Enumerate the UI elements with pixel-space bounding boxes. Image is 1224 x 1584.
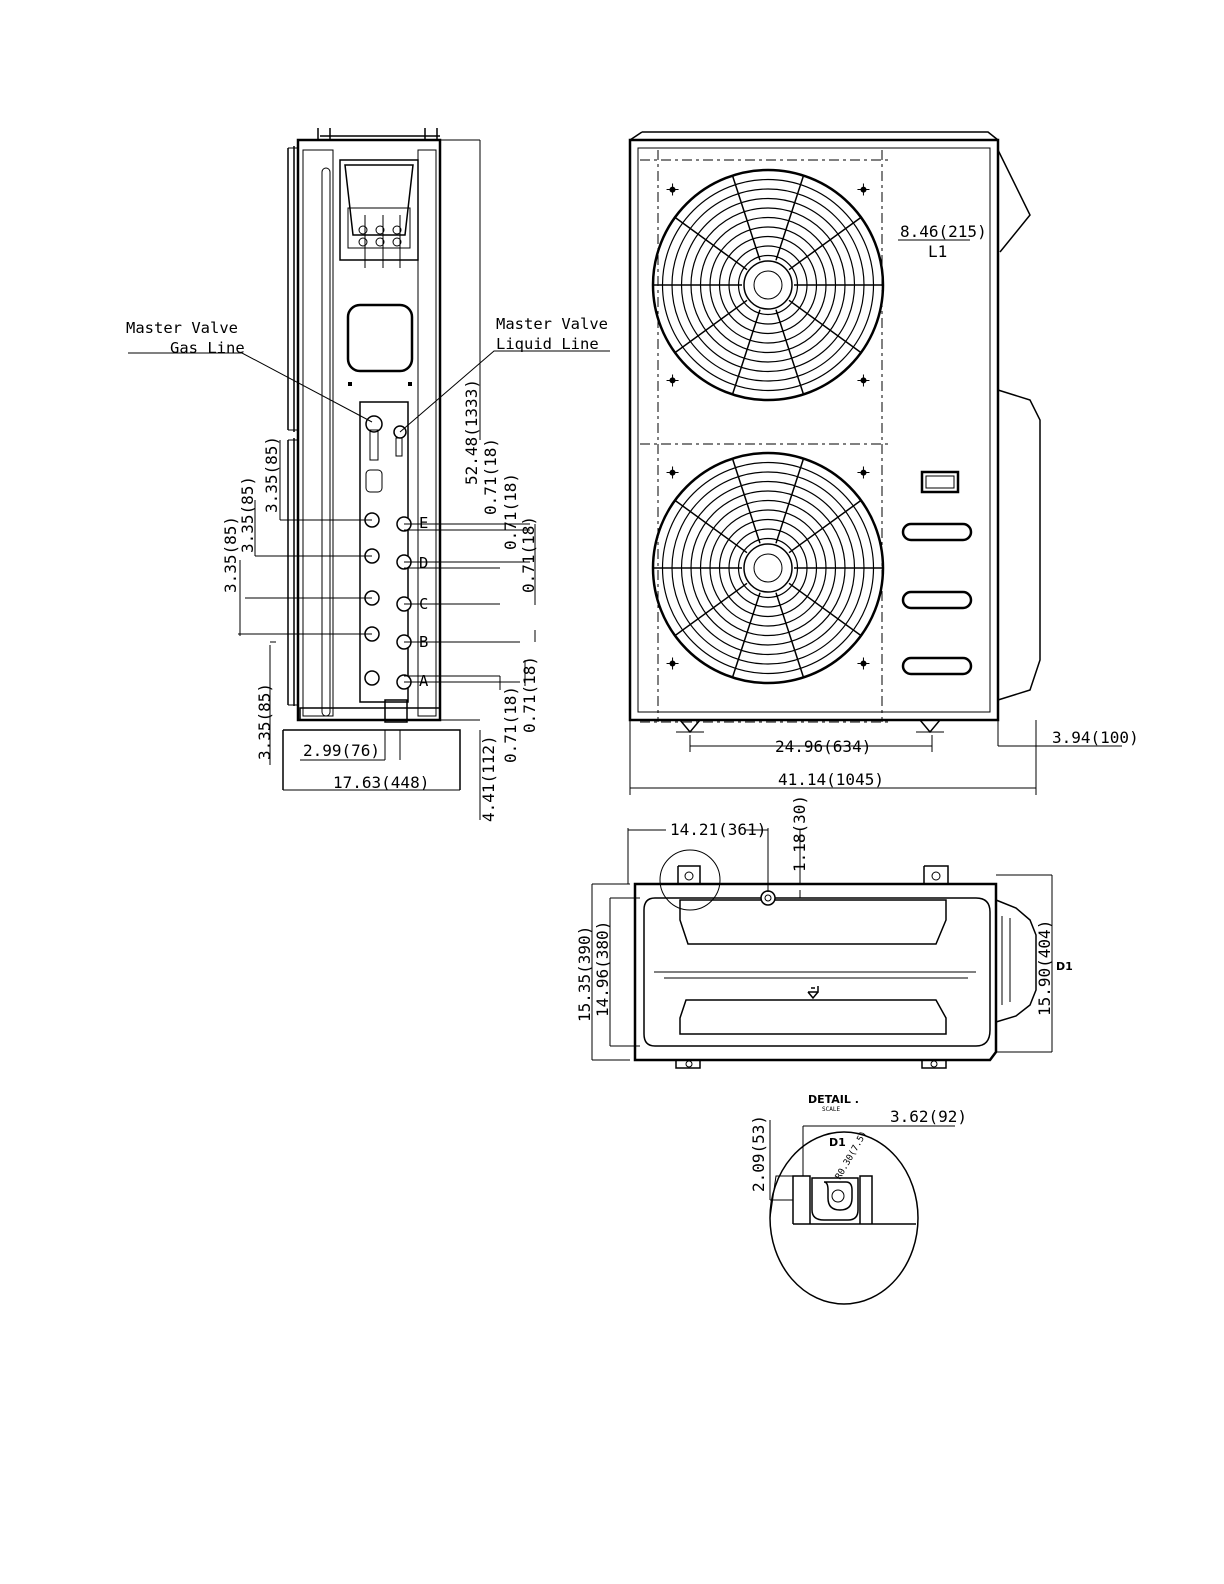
port-label-e: E [419,514,428,532]
foot-span-dim: 24.96(634) [775,737,871,756]
spacing-dim-4: 3.35(85) [255,683,274,760]
depth-with-valve-dim: 15.90(404) [1035,920,1054,1016]
liquid-callout-line1: Master Valve [496,315,608,333]
side-protrusion-dim: 3.94(100) [1052,728,1139,747]
width-total-dim: 41.14(1045) [778,770,884,789]
spacing-dim-3: 3.35(85) [221,516,240,593]
detail-height-dim: 2.09(53) [749,1115,768,1192]
depth-inner-dim: 14.96(380) [593,921,612,1017]
port-label-b: B [419,633,428,651]
detail-tag: D1 [829,1136,846,1149]
gas-callout-line1: Master Valve [126,319,238,337]
port-label-d: D [419,554,428,572]
l1-tag: L1 [928,242,947,261]
detail-subtitle: SCALE [822,1106,840,1113]
d1-tag: D1 [1056,960,1073,973]
port-offset-dim-2: 0.71(18) [501,473,520,550]
hole-offset-dim: 14.21(361) [670,820,766,839]
liquid-line-callout: Master Valve Liquid Line [399,315,610,433]
height-total-dim: 52.48(1333) [462,379,481,485]
port-offset-dim-1: 0.71(18) [481,438,500,515]
gas-callout-line2: Gas Line [170,339,245,357]
front-view [628,131,1122,795]
service-ports [364,512,412,690]
gas-line-callout: Master Valve Gas Line [126,319,373,423]
spacing-dim-2: 3.35(85) [238,476,257,553]
liquid-callout-line2: Liquid Line [496,335,599,353]
base-height-dim: 4.41(112) [479,735,498,822]
side-view: E D C B A [238,128,536,820]
base-offset-dim: 2.99(76) [303,741,380,760]
port-label-a: A [419,672,429,690]
spacing-dim-1: 3.35(85) [262,436,281,513]
port-offset-dim-4: 0.71(18) [501,686,520,763]
detail-width-dim: 3.62(92) [890,1107,967,1126]
port-offset-dim-3: 0.71(18) [519,516,538,593]
depth-outer-dim: 15.35(390) [575,926,594,1022]
detail-view [769,1120,955,1305]
port-offset-dim-5: 0.71(18) [520,656,539,733]
detail-title: DETAIL . [808,1093,859,1106]
top-view [591,828,1053,1069]
port-label-c: C [419,595,428,613]
depth-dim: 17.63(448) [333,773,429,792]
hole-edge-dim: 1.18(30) [790,795,809,872]
lower-fan-guard [651,451,885,685]
upper-fan-guard [651,168,885,402]
l1-dim: 8.46(215) [900,222,987,241]
